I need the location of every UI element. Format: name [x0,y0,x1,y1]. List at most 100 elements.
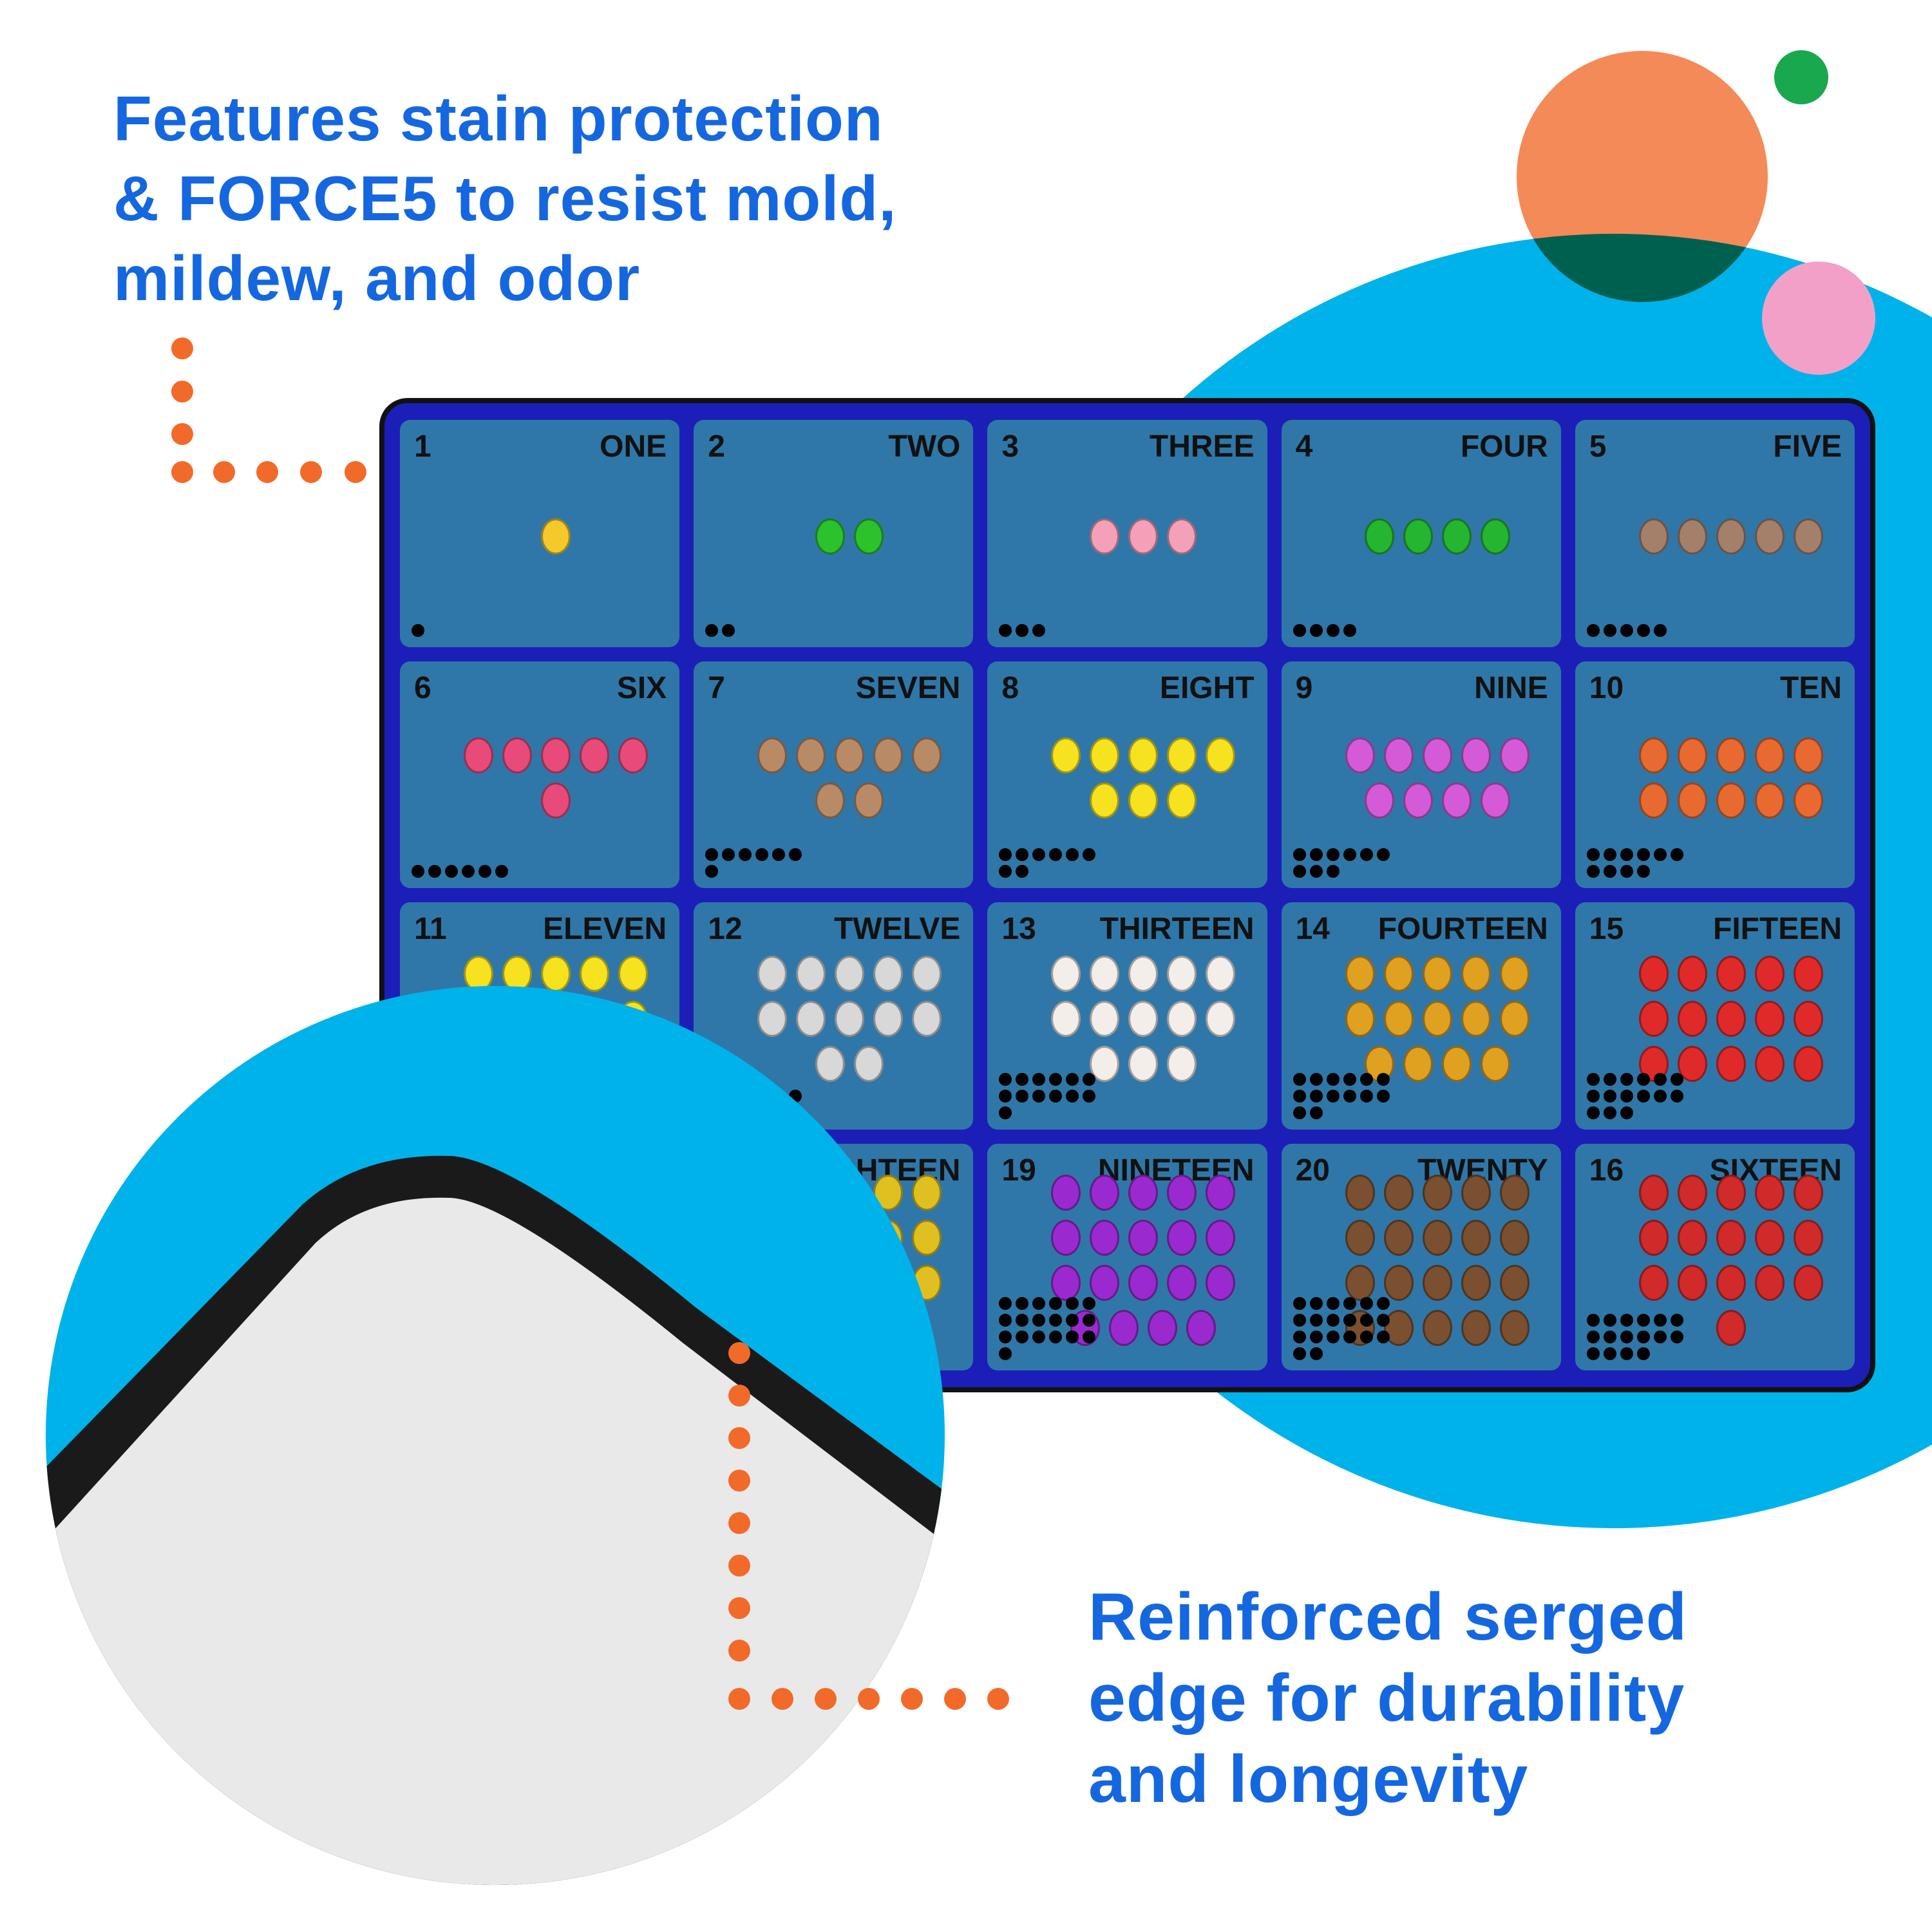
cell-pictures [1039,713,1247,844]
picture-icon [873,1001,904,1037]
cell-pictures [1333,471,1542,602]
count-dot [1603,1106,1616,1119]
count-dot [1359,848,1373,861]
picture-icon [1383,956,1414,992]
picture-icon [1677,1001,1707,1037]
count-dot [1343,1297,1356,1310]
picture-icon [835,1001,865,1037]
count-dot [1016,623,1029,637]
count-dot [1653,623,1667,637]
count-dot [1603,865,1616,878]
picture-icon [1638,1174,1669,1211]
cell-count-dots [1586,1072,1683,1119]
count-dot [1293,623,1306,637]
count-dot [1586,1106,1600,1119]
picture-icon [1128,956,1159,992]
count-dot [1343,623,1356,637]
picture-icon [1754,1046,1785,1083]
picture-icon [1090,1046,1120,1083]
picture-icon [1128,1174,1159,1211]
count-dot [1083,1331,1096,1343]
cell-number: 10 [1589,670,1624,705]
cell-count-dots [705,848,802,878]
count-dot [1636,623,1650,637]
count-dot [739,848,752,861]
picture-icon [1793,1001,1823,1037]
picture-icon [1441,518,1472,555]
picture-icon [1677,1219,1707,1256]
count-dot [1343,1072,1356,1086]
picture-icon [1206,1174,1236,1211]
cell-number: 13 [1001,912,1036,946]
connector-dot [171,423,193,445]
count-dot [1376,1314,1390,1327]
cell-word: SIX [616,670,667,705]
count-dot [1586,865,1600,878]
cell-number: 19 [1001,1153,1036,1188]
picture-icon [1383,1001,1414,1037]
picture-icon [912,1001,942,1037]
picture-icon [1422,1264,1452,1301]
picture-icon [1754,1264,1785,1301]
picture-icon [1461,1174,1491,1211]
picture-icon [1383,1219,1414,1256]
picture-icon [1383,1264,1414,1301]
cell-pictures [1627,1174,1835,1346]
connector-dot [345,461,366,483]
cell-number: 8 [1001,670,1019,705]
picture-icon [1793,1264,1823,1301]
count-dot [1653,1331,1667,1343]
picture-icon [1128,1219,1159,1256]
count-dot [1083,1297,1096,1310]
count-dot [428,865,441,878]
picture-icon [912,1219,942,1256]
callout-line: Features stain protection [113,83,884,154]
picture-icon [1754,782,1785,819]
picture-icon [1206,737,1236,773]
cell-pictures [1627,713,1835,844]
picture-icon [1206,956,1236,992]
count-dot [999,865,1012,878]
connector-dot [728,1640,750,1662]
picture-icon [1638,1219,1669,1256]
picture-icon [1051,737,1081,773]
cell-word: FOUR [1460,430,1548,464]
picture-icon [1754,1219,1785,1256]
picture-icon [1638,737,1669,773]
count-dot [705,865,719,878]
cell-pictures [1333,1174,1542,1346]
picture-icon [1090,782,1120,819]
count-dot [412,623,424,637]
count-dot [1603,623,1616,637]
picture-icon [1422,1174,1452,1211]
count-dot [1016,1072,1029,1086]
count-dot [1309,1297,1323,1310]
count-dot [999,1106,1012,1119]
count-dot [1670,1089,1683,1103]
picture-icon [1345,1174,1375,1211]
count-dot [1359,1089,1373,1103]
picture-icon [1754,518,1785,555]
count-dot [999,1314,1012,1327]
picture-icon [1167,956,1197,992]
picture-icon [1090,1219,1120,1256]
cell-pictures [1333,713,1542,844]
count-dot [1016,1314,1029,1327]
cell-count-dots [999,848,1096,878]
picture-icon [854,782,884,819]
cell-count-dots [412,865,508,878]
count-dot [1016,848,1029,861]
picture-icon [1754,737,1785,773]
picture-icon [1461,737,1491,773]
picture-icon [1461,1001,1491,1037]
count-dot [1309,623,1323,637]
cell-count-dots [1293,1297,1390,1360]
count-dot [1066,1331,1079,1343]
cell-number: 14 [1295,912,1330,946]
picture-icon [1499,737,1530,773]
picture-icon [1128,518,1159,555]
count-dot [999,623,1012,637]
count-dot [999,1297,1012,1310]
count-dot [1326,865,1340,878]
